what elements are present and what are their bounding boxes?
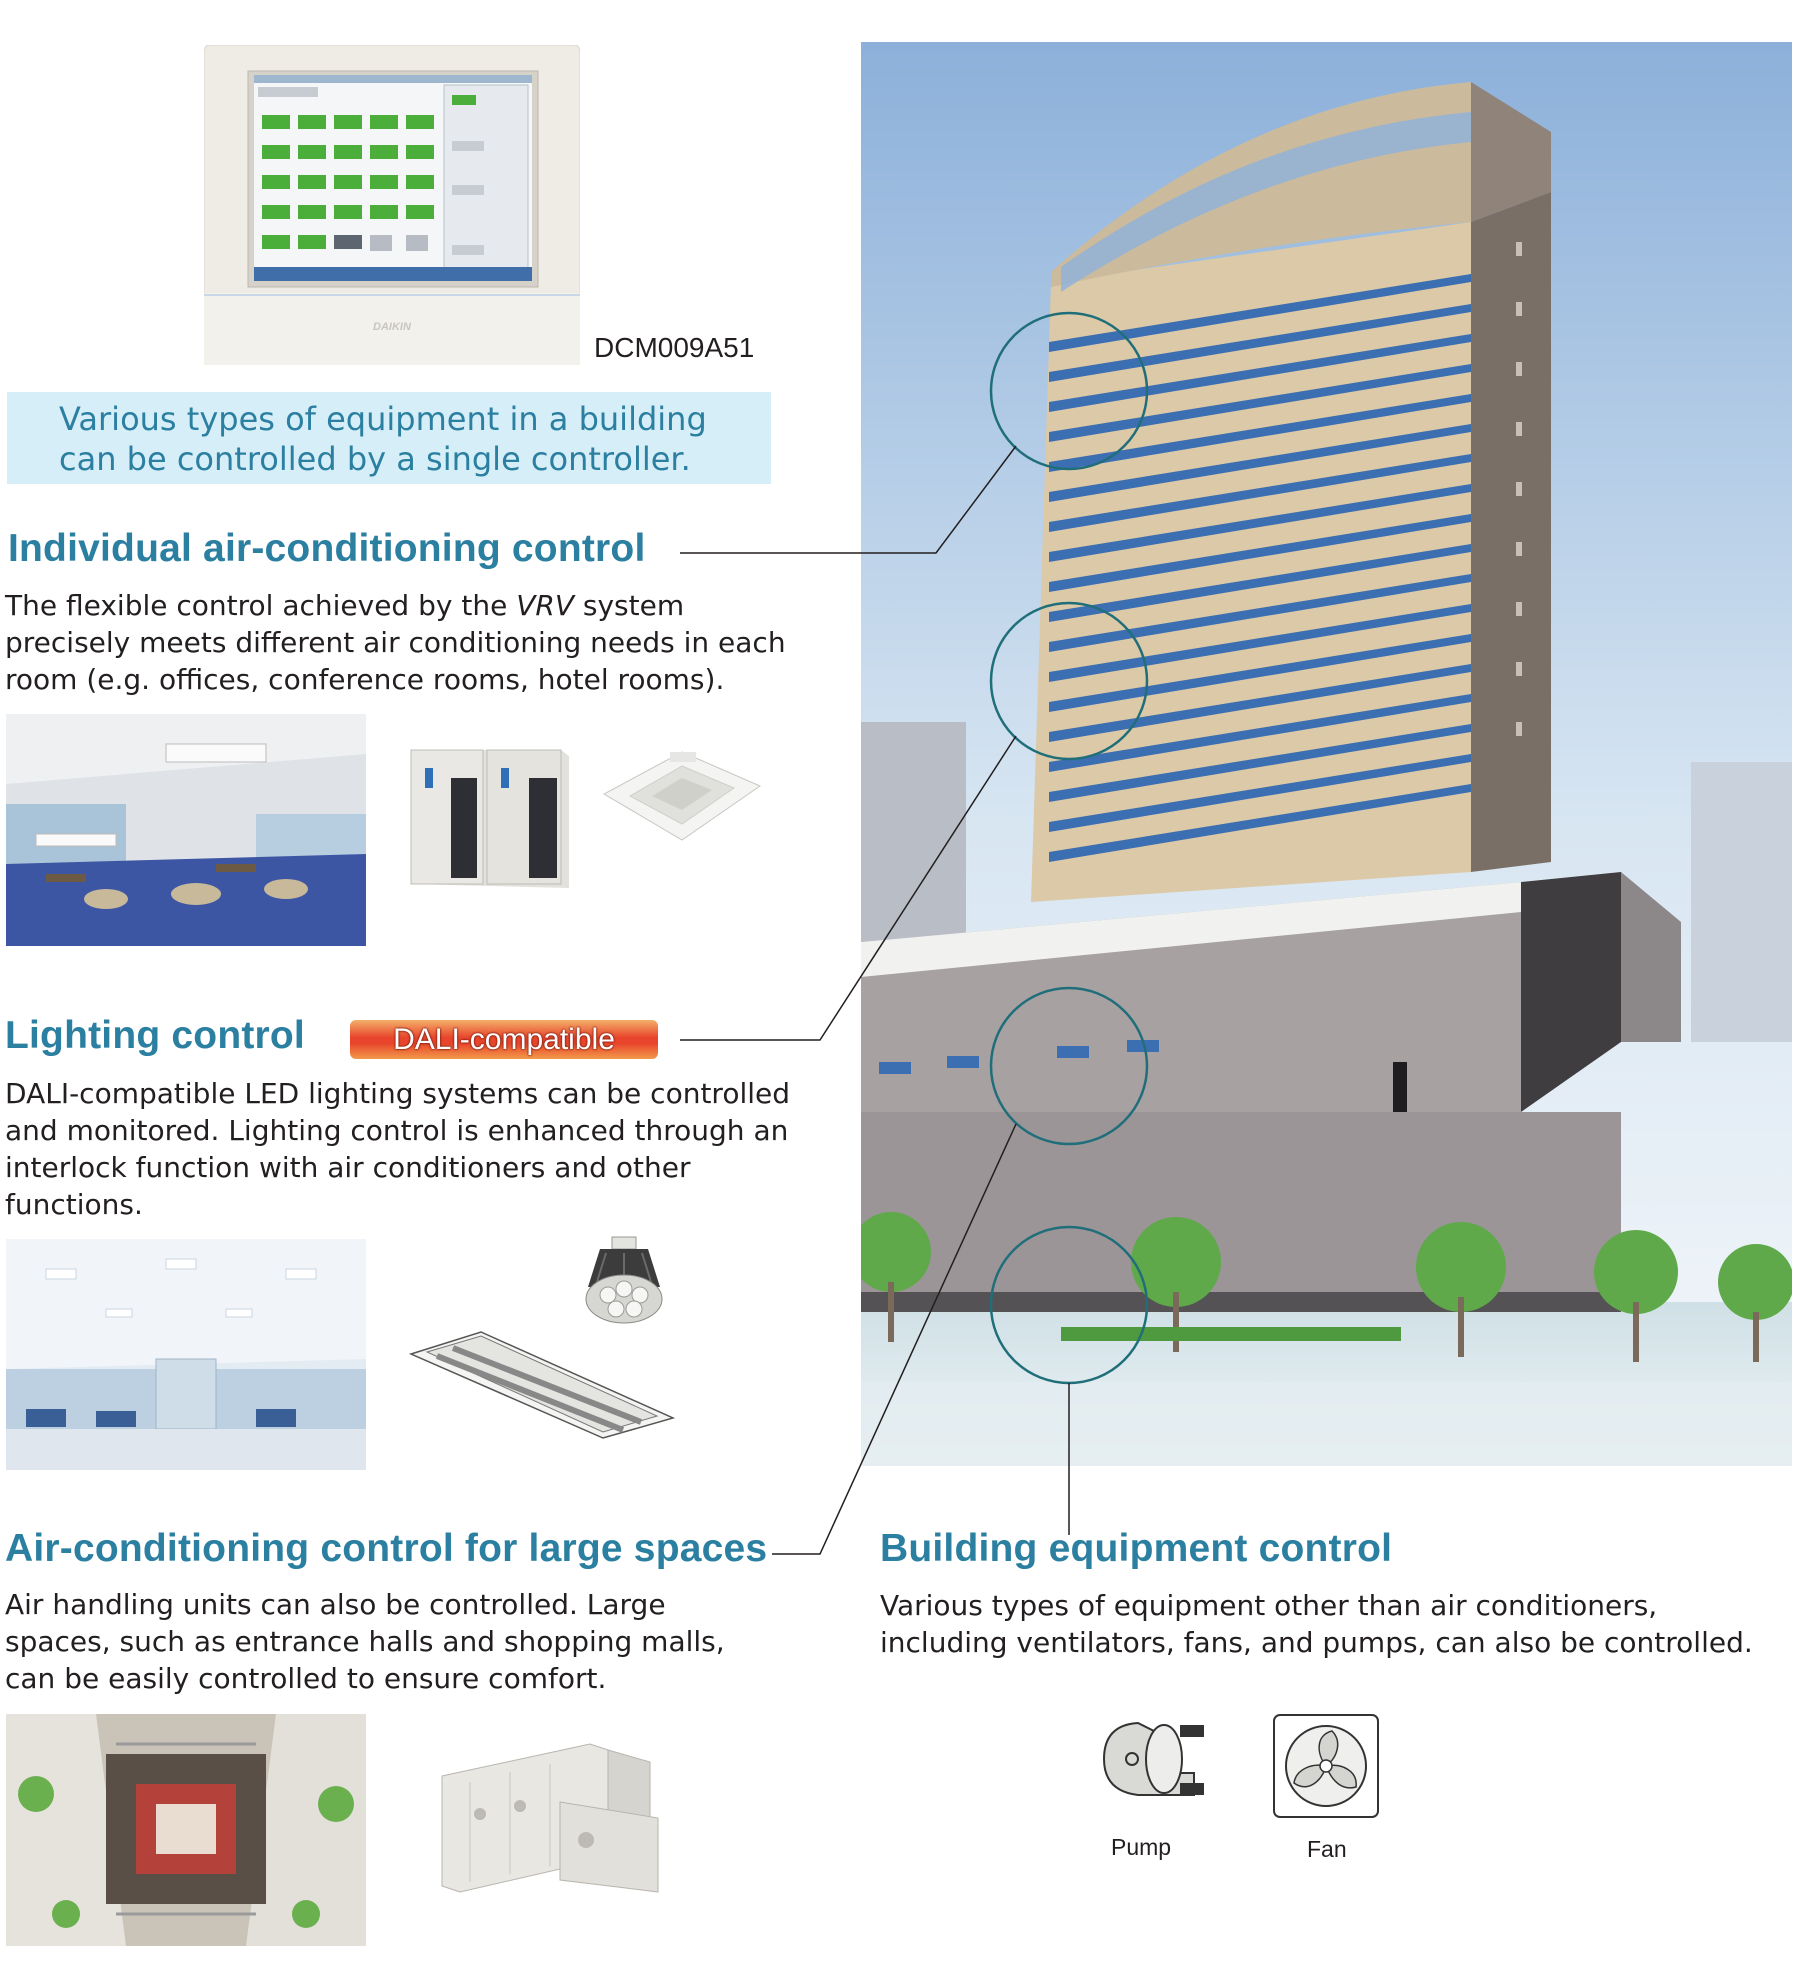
led-bulb-image <box>582 1233 666 1329</box>
vrv-outdoor-unit-image <box>405 738 573 890</box>
office-photo <box>6 714 366 946</box>
lighting-heading: Lighting control <box>5 1014 305 1057</box>
lit-office-photo <box>6 1239 366 1470</box>
callout-line-1: Various types of equipment in a building <box>59 400 707 438</box>
fan-label: Fan <box>1307 1836 1347 1862</box>
building-equipment-body: Various types of equipment other than ai… <box>880 1589 1753 1659</box>
large-spaces-body: Air handling units can also be controlle… <box>5 1588 725 1695</box>
individual-ac-body-italic: VRV <box>516 589 574 622</box>
callout-line-2: can be controlled by a single controller… <box>59 440 691 478</box>
individual-ac-heading: Individual air-conditioning control <box>8 527 646 570</box>
controller-image: DAIKIN <box>204 45 580 365</box>
callout-box: Various types of equipment in a building… <box>7 392 771 484</box>
air-handling-unit-image <box>440 1742 662 1902</box>
building-illustration <box>861 42 1792 1466</box>
dali-compatible-badge: DALI-compatible <box>350 1020 658 1059</box>
individual-ac-body-pre: The flexible control achieved by the <box>5 589 517 622</box>
pump-icon <box>1098 1713 1210 1813</box>
controller-logo: DAIKIN <box>373 321 412 333</box>
individual-ac-body: The flexible control achieved by the VRV… <box>5 587 805 698</box>
lighting-body: DALI-compatible LED lighting systems can… <box>5 1077 791 1221</box>
atrium-photo <box>6 1714 366 1946</box>
fan-icon <box>1272 1713 1380 1819</box>
individual-ac-body-post: system precisely meets different air con… <box>5 589 786 696</box>
pump-label: Pump <box>1111 1834 1172 1860</box>
controller-model-label: DCM009A51 <box>594 332 755 363</box>
ceiling-cassette-image <box>600 748 764 844</box>
large-spaces-heading: Air-conditioning control for large space… <box>5 1527 768 1570</box>
led-tube-fixture-image <box>407 1290 677 1440</box>
building-equipment-heading: Building equipment control <box>880 1527 1393 1570</box>
